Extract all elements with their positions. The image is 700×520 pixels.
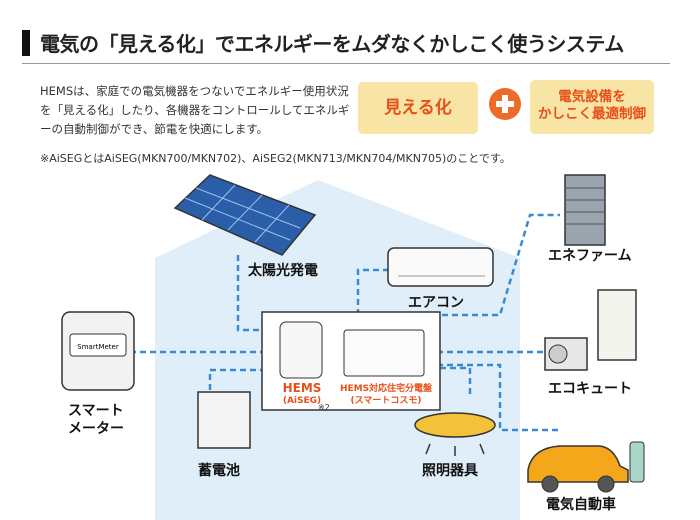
hems-ref-mark: ※2 — [318, 403, 330, 412]
panel-label: HEMS対応住宅分電盤 (スマートコスモ) — [336, 383, 436, 407]
control-badge: 電気設備を かしこく最適制御 — [530, 80, 654, 134]
air-conditioner-icon — [387, 247, 494, 287]
electric-vehicle-icon — [527, 441, 645, 493]
smart-meter-icon: SmartMeter — [61, 311, 135, 391]
label-battery: 蓄電池 — [198, 463, 240, 479]
title-divider — [22, 63, 670, 64]
title-marker — [22, 30, 30, 56]
control-badge-line2: かしこく最適制御 — [538, 106, 646, 122]
page-title: 電気の「見える化」でエネルギーをムダなくかしこく使うシステム — [40, 32, 624, 56]
label-aircon: エアコン — [408, 295, 464, 311]
enefarm-icon — [564, 174, 606, 246]
description-text: HEMSは、家庭での電気機器をつないでエネルギー使用状況を「見える化」したり、各… — [40, 84, 350, 136]
panel-label-line1: HEMS対応住宅分電盤 — [339, 384, 433, 394]
label-ecocute: エコキュート — [548, 381, 632, 397]
label-smart-meter: スマート メーター — [68, 402, 124, 438]
hems-label: HEMS (AiSEG) — [270, 382, 334, 408]
meter-screen-text: SmartMeter — [77, 343, 119, 351]
footnote: ※AiSEGとはAiSEG(MKN700/MKN702)、AiSEG2(MKN7… — [40, 152, 511, 165]
visualize-badge-label: 見える化 — [384, 98, 452, 118]
label-smart-meter-line2: メーター — [68, 421, 124, 437]
visualize-badge: 見える化 — [358, 82, 478, 134]
solar-panel-icon — [173, 174, 317, 256]
label-lighting: 照明器具 — [422, 463, 478, 479]
lighting-icon — [414, 412, 496, 456]
battery-icon — [197, 391, 251, 449]
ecocute-icon — [544, 289, 637, 371]
hems-label-main: HEMS — [282, 381, 322, 395]
panel-label-line2: (スマートコスモ) — [350, 396, 422, 406]
control-badge-line1: 電気設備を — [558, 89, 626, 105]
plus-icon — [489, 88, 521, 120]
label-enefarm: エネファーム — [548, 248, 632, 264]
connection-lines — [110, 213, 560, 432]
hems-hub-box — [261, 311, 441, 411]
label-ev: 電気自動車 — [546, 497, 616, 513]
hems-label-sub: (AiSEG) — [282, 396, 322, 406]
label-solar: 太陽光発電 — [248, 263, 318, 279]
label-smart-meter-line1: スマート — [68, 403, 124, 419]
